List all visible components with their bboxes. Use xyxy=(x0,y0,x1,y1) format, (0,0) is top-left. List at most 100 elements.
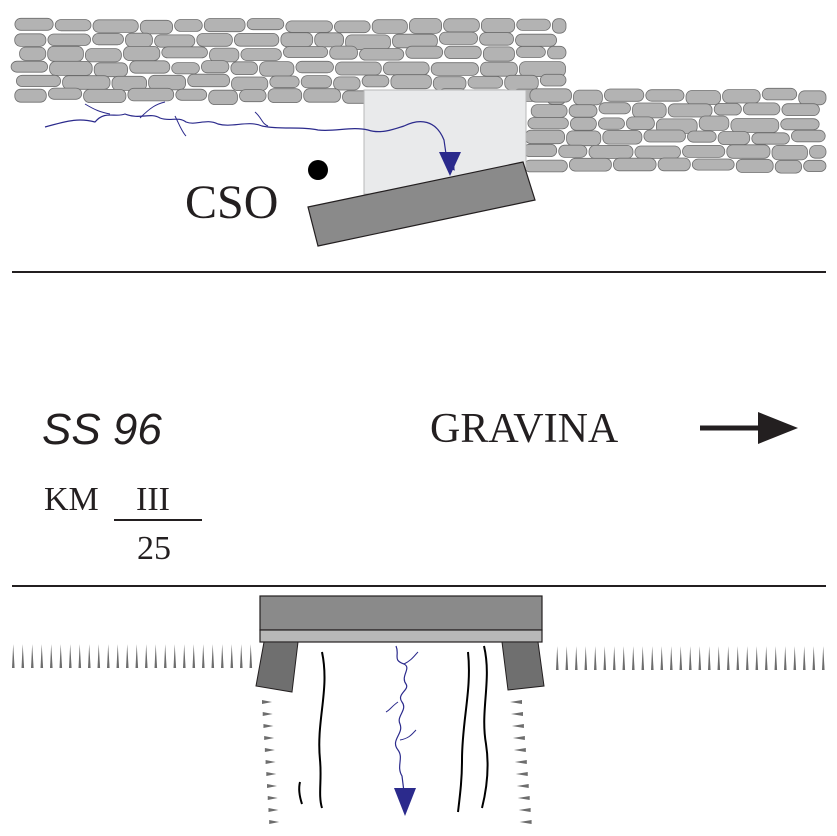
water-flow-branch xyxy=(385,651,419,741)
stone xyxy=(634,145,681,159)
stone xyxy=(530,104,568,118)
grass-blade xyxy=(202,644,205,668)
stone xyxy=(83,89,127,104)
bank-mark xyxy=(519,820,532,824)
grass-blade xyxy=(240,644,243,668)
stone xyxy=(269,75,300,89)
stone xyxy=(552,18,567,34)
grass-blade xyxy=(736,646,740,670)
stone xyxy=(246,18,285,31)
stone xyxy=(467,76,504,89)
grass-blade xyxy=(632,646,635,670)
top-section: CSO xyxy=(10,17,827,247)
stone xyxy=(209,47,240,63)
stone xyxy=(645,89,685,102)
stone xyxy=(809,145,827,159)
grass-blade xyxy=(154,644,158,668)
stone xyxy=(14,88,47,103)
stone xyxy=(333,76,361,91)
stone xyxy=(154,34,196,48)
stone xyxy=(698,115,730,131)
stone xyxy=(588,144,634,159)
bank-mark xyxy=(262,700,272,704)
stone xyxy=(539,73,567,87)
grass-blade xyxy=(755,646,759,670)
grass-blade xyxy=(822,646,825,670)
grass-blade xyxy=(249,644,253,668)
stone xyxy=(371,19,408,34)
grass-blade xyxy=(641,646,645,670)
grass-blade xyxy=(31,644,34,668)
stone xyxy=(722,89,761,104)
channel-line xyxy=(457,651,470,813)
stone xyxy=(49,61,93,76)
grass-blade xyxy=(575,646,578,670)
grass-blade xyxy=(59,644,63,668)
grass-blade xyxy=(145,644,148,668)
bottom-section xyxy=(12,595,825,824)
grass-blade xyxy=(746,646,749,670)
grass-blade xyxy=(192,644,196,668)
stone xyxy=(231,76,269,92)
stone xyxy=(691,158,735,171)
stone xyxy=(516,18,551,31)
stone xyxy=(751,132,790,145)
road-name: SS 96 xyxy=(42,405,162,454)
stone xyxy=(203,18,246,33)
stone xyxy=(382,61,430,76)
stone xyxy=(92,19,139,33)
stone xyxy=(529,88,572,103)
stone xyxy=(92,33,124,46)
stone xyxy=(14,33,47,47)
stone xyxy=(687,130,717,143)
arrow-right-icon xyxy=(700,412,798,444)
stone xyxy=(129,60,171,74)
stone xyxy=(480,61,518,77)
grass-blade xyxy=(698,646,702,670)
water-flow-top xyxy=(44,113,455,171)
stone xyxy=(568,104,598,118)
stone xyxy=(187,73,230,88)
stone xyxy=(626,116,655,131)
stone xyxy=(438,31,478,45)
grass-blade xyxy=(69,644,72,668)
km-denominator: 25 xyxy=(137,530,171,567)
bank-mark xyxy=(517,796,530,800)
stone-wall-right xyxy=(523,87,827,174)
stone xyxy=(566,130,602,147)
grass-blade xyxy=(164,644,167,668)
stone xyxy=(390,74,432,90)
grass-blade xyxy=(708,646,711,670)
stone xyxy=(139,19,174,35)
stone xyxy=(148,74,187,91)
stone xyxy=(602,129,643,145)
bank-mark xyxy=(264,736,275,740)
stone xyxy=(408,18,442,34)
bank-mark xyxy=(510,700,522,704)
stone xyxy=(643,129,686,143)
channel-line xyxy=(481,645,489,809)
stone xyxy=(14,17,54,31)
grass-blade xyxy=(774,646,778,670)
stone xyxy=(303,88,341,103)
stone xyxy=(200,60,230,74)
stone xyxy=(175,88,208,101)
bank-mark xyxy=(267,796,278,800)
grass-blade xyxy=(584,646,588,670)
stone xyxy=(335,61,382,76)
grass-blade xyxy=(107,644,110,668)
stone xyxy=(10,60,49,73)
bank-mark xyxy=(264,748,275,752)
grass-blade xyxy=(660,646,664,670)
bank-mark xyxy=(510,712,523,716)
cso-label: CSO xyxy=(185,176,278,229)
stone xyxy=(604,88,645,102)
stone xyxy=(300,75,333,89)
grass-blade xyxy=(812,646,816,670)
grass-blade xyxy=(12,644,15,668)
stone xyxy=(405,45,444,59)
stone xyxy=(62,75,111,90)
grass-blade xyxy=(556,646,559,670)
km-numerator: III xyxy=(136,481,170,518)
